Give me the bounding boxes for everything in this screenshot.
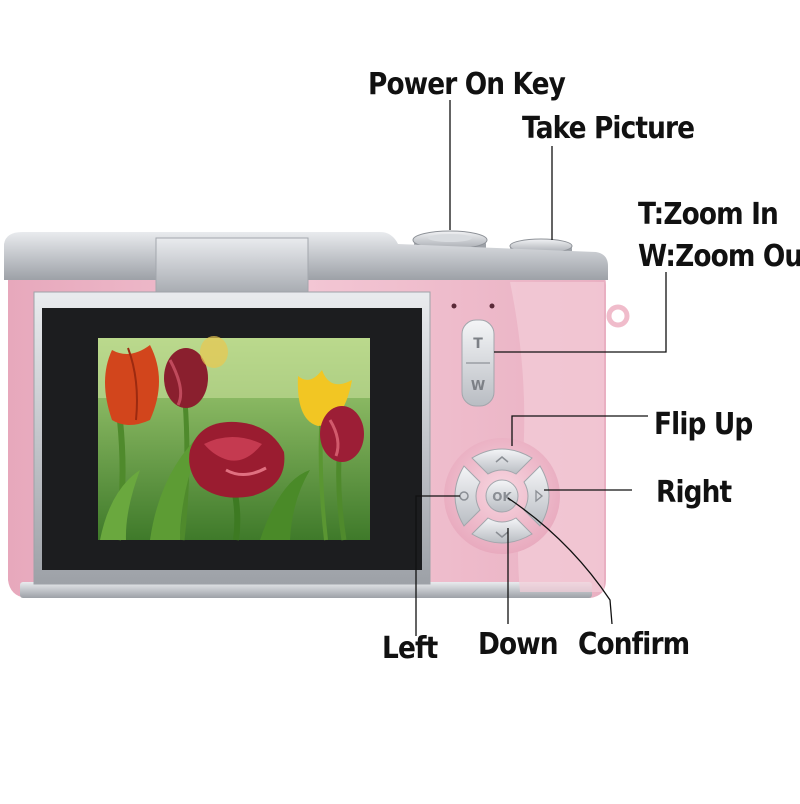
label-zoom-out: W:Zoom Out bbox=[638, 239, 800, 274]
chevron-up-icon bbox=[495, 456, 509, 463]
label-power-on-key: Power On Key bbox=[368, 67, 566, 102]
label-right: Right bbox=[656, 475, 732, 510]
down-button[interactable] bbox=[471, 517, 533, 544]
flip-hinge bbox=[155, 237, 309, 303]
confirm-button[interactable] bbox=[485, 479, 519, 513]
metal-bottom-rail bbox=[20, 582, 592, 598]
label-left: Left bbox=[382, 631, 438, 666]
strap-lug bbox=[606, 304, 630, 328]
ok-label: OK bbox=[492, 490, 512, 504]
label-down: Down bbox=[478, 627, 559, 662]
navigation-pad: OK bbox=[444, 438, 560, 554]
leader-lines bbox=[415, 100, 667, 636]
flip-up-button[interactable] bbox=[471, 448, 533, 475]
label-take-picture: Take Picture bbox=[522, 111, 695, 146]
leader-flip-up bbox=[511, 415, 648, 446]
label-flip-up: Flip Up bbox=[654, 407, 753, 442]
label-confirm: Confirm bbox=[578, 627, 690, 662]
play-icon bbox=[535, 489, 544, 503]
speaker-dot bbox=[489, 303, 495, 309]
leader-zoom bbox=[494, 272, 667, 353]
chevron-down-icon bbox=[495, 531, 509, 538]
label-zoom-in: T:Zoom In bbox=[638, 197, 779, 232]
zoom-out-button[interactable]: W bbox=[471, 379, 485, 394]
zoom-in-button[interactable]: T bbox=[473, 336, 483, 352]
leader-confirm bbox=[507, 497, 613, 625]
leader-left bbox=[415, 495, 460, 636]
speaker-dot bbox=[451, 303, 457, 309]
zoom-rocker[interactable]: T W bbox=[461, 319, 495, 407]
screen-display bbox=[98, 336, 370, 541]
